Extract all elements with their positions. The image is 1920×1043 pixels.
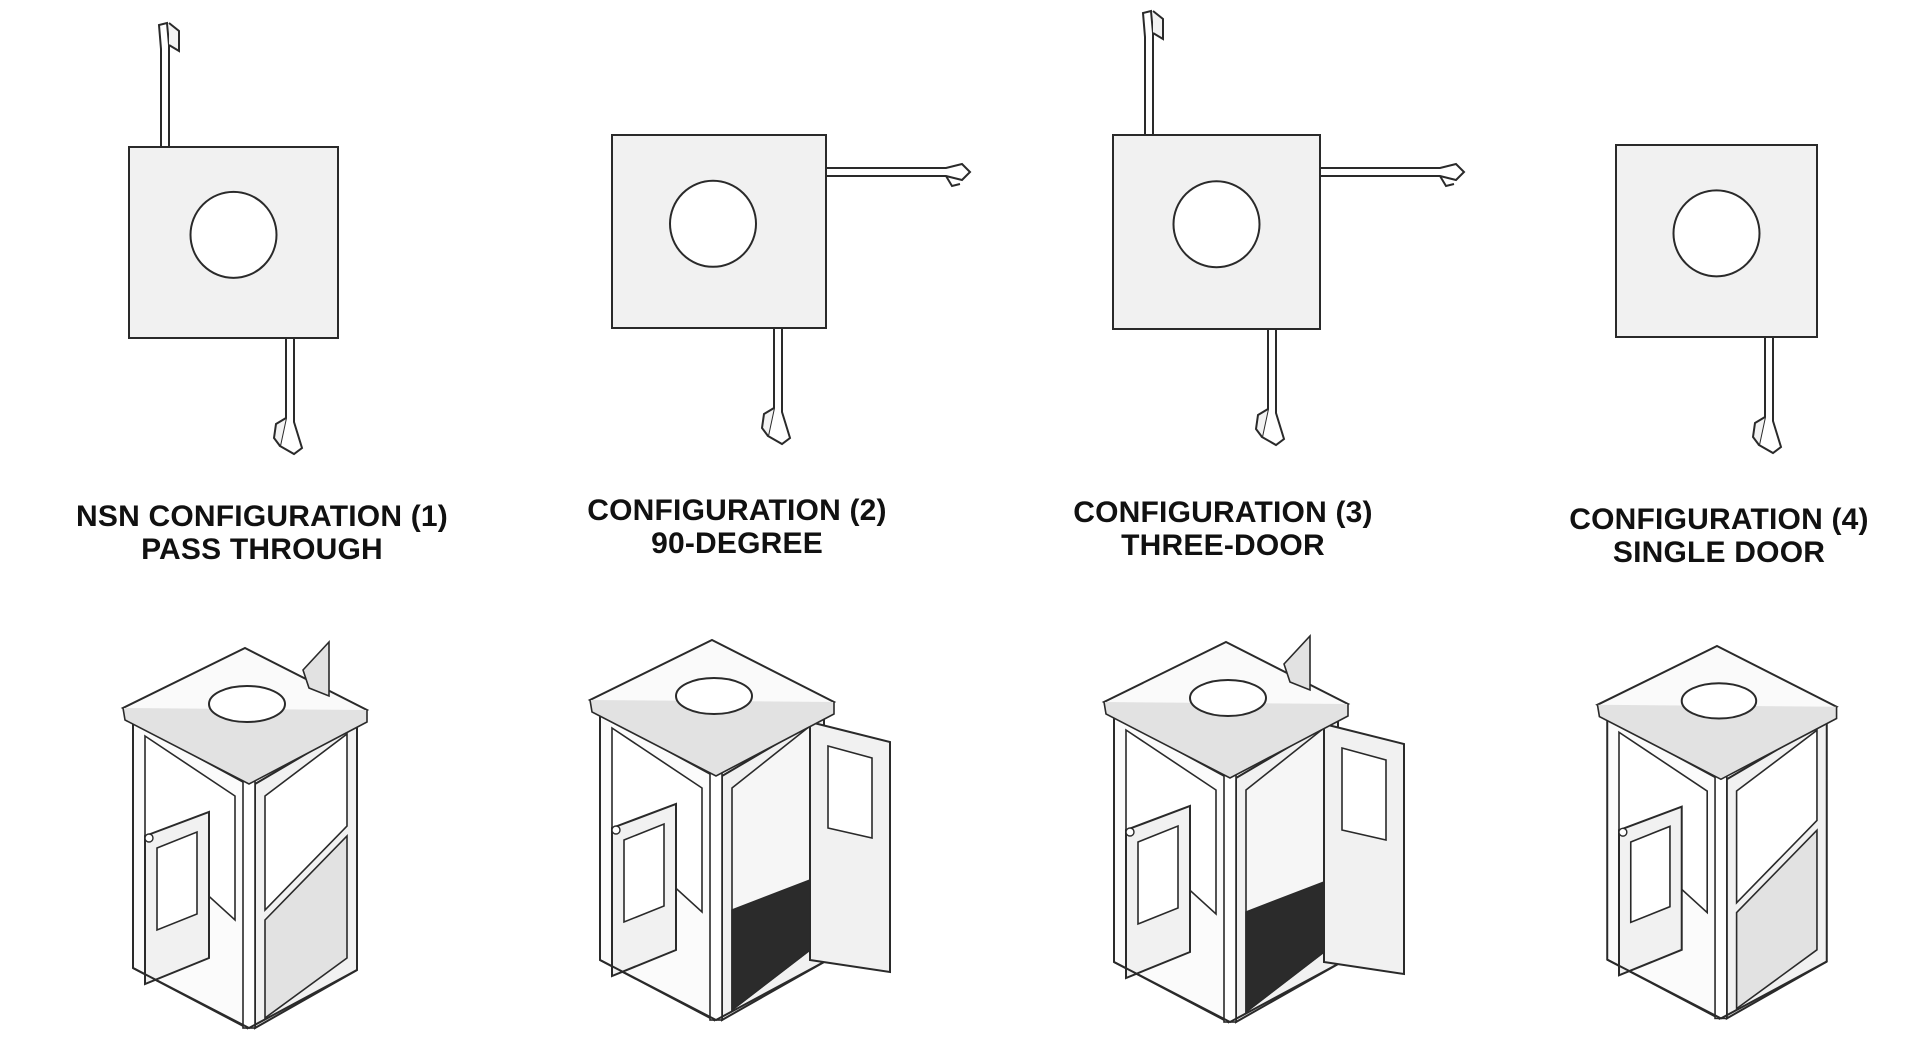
- booth-base: [599, 959, 825, 1022]
- roof-hatch-circle-icon: [208, 685, 286, 723]
- door-swing-south-icon: [766, 327, 792, 446]
- config-label-pass-through: NSN CONFIGURATION (1) PASS THROUGH: [52, 500, 472, 566]
- door-swing-east-icon: [825, 162, 972, 182]
- booth-door-window: [623, 822, 665, 924]
- roof-hatch-circle-icon: [1189, 679, 1267, 717]
- booth-back-door: [302, 639, 330, 698]
- config-title: CONFIGURATION (2): [587, 494, 887, 527]
- door-handle-south-icon: [1254, 408, 1269, 438]
- door-swing-south-icon: [1757, 336, 1783, 455]
- booth-right-lower-panel: [1735, 828, 1818, 1011]
- booth-back-door: [1283, 633, 1311, 692]
- config-title: NSN CONFIGURATION (1): [76, 500, 448, 533]
- booth-corner-post: [242, 779, 256, 1029]
- door-handle-east-icon: [945, 175, 961, 188]
- roof-hatch-circle-icon: [669, 179, 757, 268]
- door-swing-east-icon: [1319, 162, 1466, 182]
- door-swing-north-icon: [1141, 9, 1154, 136]
- booth-right-lower-panel: [264, 834, 348, 1020]
- plan-view-4: [1615, 144, 1818, 455]
- door-hinge-icon: [144, 833, 154, 843]
- booth-base: [1606, 958, 1828, 1020]
- door-handle-north-icon: [168, 22, 180, 53]
- booth-isometric-2: [587, 638, 891, 1022]
- config-subtitle: THREE-DOOR: [1121, 529, 1325, 562]
- roof-hatch-circle-icon: [1672, 189, 1761, 278]
- config-subtitle: 90-DEGREE: [651, 527, 823, 560]
- roof-hatch-circle-icon: [1680, 682, 1758, 720]
- config-title: CONFIGURATION (4): [1569, 503, 1869, 536]
- booth-door-window: [827, 744, 873, 840]
- booth-corner-post: [709, 771, 723, 1021]
- booth-door-window: [1341, 746, 1387, 842]
- booth-right-window: [1735, 728, 1818, 905]
- config-label-90-degree: CONFIGURATION (2) 90-DEGREE: [527, 494, 947, 560]
- roof-hatch-circle-icon: [1172, 180, 1261, 269]
- door-hinge-icon: [1618, 827, 1628, 837]
- booth-base: [1113, 961, 1339, 1024]
- door-swing-south-icon: [278, 337, 304, 456]
- door-handle-south-icon: [272, 417, 287, 447]
- door-swing-north-icon: [157, 21, 170, 148]
- booth-door-window: [156, 830, 198, 932]
- door-hinge-icon: [611, 825, 621, 835]
- booth-door-window: [1629, 825, 1671, 924]
- roof-hatch-circle-icon: [189, 190, 278, 279]
- booth-right-window: [264, 732, 348, 912]
- door-handle-east-icon: [1439, 175, 1455, 188]
- door-handle-north-icon: [1152, 10, 1164, 41]
- config-subtitle: PASS THROUGH: [141, 533, 383, 566]
- booth-corner-post: [1223, 773, 1237, 1023]
- booth-isometric-3: [1101, 633, 1405, 1024]
- config-subtitle: SINGLE DOOR: [1612, 536, 1826, 569]
- booth-roof-edge: [589, 699, 835, 777]
- door-swing-south-icon: [1260, 328, 1286, 447]
- booth-roof-edge: [1596, 704, 1838, 781]
- booth-corner-post: [1714, 774, 1728, 1020]
- config-title: CONFIGURATION (3): [1073, 496, 1373, 529]
- door-hinge-icon: [1125, 827, 1135, 837]
- config-label-single-door: CONFIGURATION (4) SINGLE DOOR: [1509, 503, 1920, 569]
- booth-door-window: [1137, 824, 1179, 926]
- booth-isometric-1: [120, 639, 370, 1030]
- roof-hatch-circle-icon: [675, 677, 753, 715]
- booth-isometric-4: [1595, 644, 1839, 1021]
- config-label-three-door: CONFIGURATION (3) THREE-DOOR: [1013, 496, 1433, 562]
- plan-view-1: [128, 21, 339, 456]
- booth-base: [132, 967, 358, 1030]
- booth-roof-edge: [1103, 701, 1349, 779]
- door-handle-south-icon: [1751, 416, 1766, 446]
- door-handle-south-icon: [760, 407, 775, 437]
- plan-view-2: [611, 134, 972, 446]
- plan-view-3: [1112, 9, 1466, 447]
- booth-roof-edge: [122, 707, 368, 785]
